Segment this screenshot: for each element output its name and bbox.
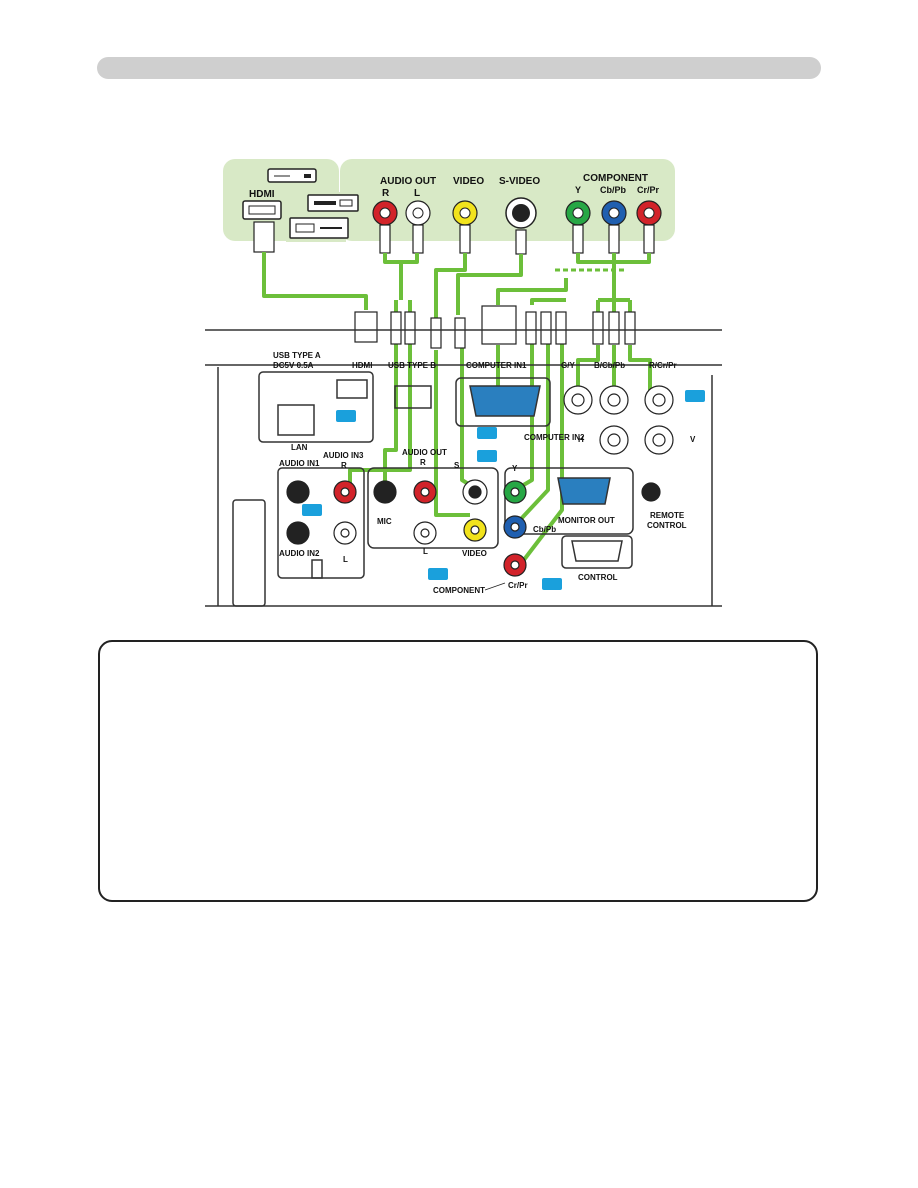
usb-type-b-label: USB TYPE B xyxy=(388,361,436,370)
computer-in1-label: COMPUTER IN1 xyxy=(466,361,527,370)
audio-out-port-label: AUDIO OUT xyxy=(402,448,447,457)
notes-box xyxy=(98,640,818,902)
audio-in1-label: AUDIO IN1 xyxy=(279,459,320,468)
video-recorder-icon xyxy=(289,217,349,239)
v-label: V xyxy=(690,435,696,444)
vcr-icon xyxy=(307,194,359,212)
s-video-port-label: S xyxy=(454,461,460,470)
monitor-out-label: MONITOR OUT xyxy=(558,516,615,525)
section-title-bar xyxy=(97,57,821,79)
component-source-label: COMPONENT xyxy=(583,173,648,184)
r-in3-label: R xyxy=(341,461,347,470)
mic-label: MIC xyxy=(377,517,392,526)
cbpb-source-label: Cb/Pb xyxy=(600,185,627,195)
usb-power-label: DC5V 0.5A xyxy=(273,361,314,370)
hdmi-source-label: HDMI xyxy=(249,189,275,200)
connection-diagram: HDMI AUDIO OUT R L VIDEO S-VIDEO COMPONE… xyxy=(205,159,722,607)
l-source-label: L xyxy=(414,188,420,199)
lan-label: LAN xyxy=(291,443,308,452)
video-source-label: VIDEO xyxy=(453,176,484,187)
computer-in2-label: COMPUTER IN2 xyxy=(524,433,585,442)
remote-control-label-1: REMOTE xyxy=(650,511,685,520)
remote-control-label-2: CONTROL xyxy=(647,521,687,530)
y-source-label: Y xyxy=(575,185,581,195)
component-port-label: COMPONENT xyxy=(433,586,485,595)
b-cb-pb-label: B/Cb/Pb xyxy=(594,361,625,370)
r-cr-pr-label: R/Cr/Pr xyxy=(649,361,677,370)
cr-pr-port-label: Cr/Pr xyxy=(508,581,528,590)
dvd-player-icon xyxy=(267,168,317,183)
cb-pb-port-label: Cb/Pb xyxy=(533,525,556,534)
panel-jacks xyxy=(286,385,674,577)
l-in3-label: L xyxy=(343,555,348,564)
video-port-label: VIDEO xyxy=(462,549,487,558)
hdmi-source-port xyxy=(242,200,282,220)
component-leader-line xyxy=(484,582,506,591)
r-ao-label: R xyxy=(420,458,426,467)
control-label: CONTROL xyxy=(578,573,618,582)
s-video-source-label: S-VIDEO xyxy=(499,176,540,187)
audio-in2-label: AUDIO IN2 xyxy=(279,549,320,558)
audio-out-source-label: AUDIO OUT xyxy=(380,176,436,187)
y-port-label: Y xyxy=(512,464,518,473)
projector-plugs xyxy=(354,305,636,349)
usb-type-a-label: USB TYPE A xyxy=(273,351,321,360)
projector-panel xyxy=(205,329,722,607)
cables xyxy=(262,252,652,567)
source-jacks xyxy=(372,197,662,229)
h-label: H xyxy=(578,435,584,444)
crpr-source-label: Cr/Pr xyxy=(637,185,660,195)
l-ao-label: L xyxy=(423,547,428,556)
audio-in3-label: AUDIO IN3 xyxy=(323,451,364,460)
g-y-label: G/Y xyxy=(561,361,575,370)
book-icons xyxy=(302,390,705,590)
r-source-label: R xyxy=(382,188,390,199)
hdmi-port-label: HDMI xyxy=(352,361,372,370)
